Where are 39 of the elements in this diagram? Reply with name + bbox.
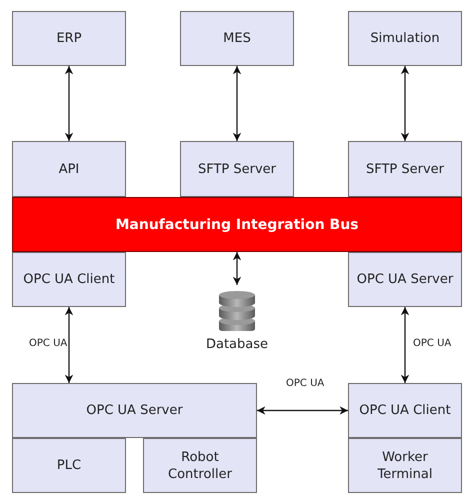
component-box (12, 141, 126, 197)
edge-label: OPC UA (285, 378, 326, 389)
box-label: OPC UA Server (86, 402, 183, 419)
component-box (180, 11, 294, 66)
component-box (12, 383, 257, 438)
edge-label: OPC UA (412, 338, 452, 349)
box-label: OPC UA Server (356, 271, 454, 288)
double-arrow (64, 307, 74, 383)
component-box (12, 438, 126, 493)
box-label: SFTP Server (198, 160, 276, 178)
box-label: MES (223, 30, 251, 47)
box-label: OPC UA Client (23, 271, 115, 288)
database-label: Database (206, 337, 268, 352)
double-arrow (257, 406, 348, 415)
box-label: OPC UA Client (359, 402, 451, 419)
component-box (12, 252, 126, 307)
bus-label: Manufacturing Integration Bus (115, 216, 359, 232)
double-arrow (400, 307, 410, 383)
component-box (12, 11, 126, 66)
box-label: API (58, 160, 80, 178)
component-box (348, 252, 462, 307)
component-box (180, 141, 294, 197)
double-arrow (400, 66, 410, 141)
double-arrow (232, 252, 242, 285)
box-label: PLC (56, 457, 82, 474)
component-box (348, 141, 462, 197)
box-label: ERP (56, 30, 82, 47)
component-box (348, 383, 462, 438)
component-box (348, 438, 462, 493)
edge-label: OPC UA (28, 338, 68, 349)
box-label: Simulation (370, 30, 440, 47)
box-label: Worker Terminal (376, 448, 434, 482)
box-label: Robot Controller (167, 448, 233, 482)
bus-bar (12, 197, 462, 252)
component-box (143, 438, 257, 493)
component-box (348, 11, 462, 66)
double-arrow (232, 66, 242, 141)
box-label: SFTP Server (366, 160, 444, 178)
double-arrow (64, 66, 74, 141)
